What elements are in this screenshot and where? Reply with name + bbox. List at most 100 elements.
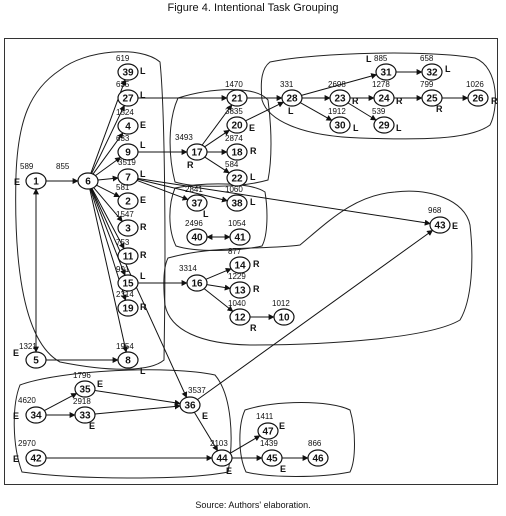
task-tag: R xyxy=(140,302,147,312)
task-node-shape xyxy=(375,63,397,81)
task-tag: L xyxy=(203,209,209,219)
task-node-shape xyxy=(117,117,139,135)
task-duration: 866 xyxy=(308,439,322,448)
task-duration: 2841 xyxy=(185,185,203,194)
task-duration: 1026 xyxy=(466,80,484,89)
task-node-shape xyxy=(25,406,47,424)
edge-20-28 xyxy=(245,101,285,122)
task-node-id: 19 xyxy=(122,304,134,315)
task-tag: L xyxy=(396,123,402,133)
task-node-shape xyxy=(226,89,248,107)
task-node-id: 33 xyxy=(79,411,91,422)
task-duration: 1954 xyxy=(116,342,134,351)
edge-36-43 xyxy=(197,229,434,401)
nodes-layer: 1589E51321E685539619L27635L41524E9633L73… xyxy=(13,54,498,476)
task-tag: E xyxy=(13,454,19,464)
task-node-id: 10 xyxy=(278,313,290,324)
group-outline-16 xyxy=(163,190,473,346)
task-node-id: 7 xyxy=(125,173,131,184)
task-node-id: 5 xyxy=(33,356,39,367)
task-tag: L xyxy=(353,123,359,133)
task-node-id: 28 xyxy=(286,94,298,105)
task-duration: 1321 xyxy=(19,342,37,351)
task-duration: 331 xyxy=(280,80,294,89)
task-node-shape xyxy=(273,308,295,326)
task-node-id: 37 xyxy=(191,199,203,210)
group-outline-17 xyxy=(169,89,272,187)
edge-6-3 xyxy=(93,187,123,222)
task-node-shape xyxy=(25,351,47,369)
task-duration: 584 xyxy=(225,160,239,169)
task-duration: 1411 xyxy=(256,412,274,421)
task-node-id: 23 xyxy=(334,94,346,105)
task-node-id: 27 xyxy=(122,94,134,105)
task-node-id: 17 xyxy=(191,148,203,159)
task-node-shape xyxy=(117,299,139,317)
edge-7-37 xyxy=(136,179,189,201)
task-node-id: 6 xyxy=(85,177,91,188)
task-node-id: 9 xyxy=(125,148,131,159)
task-duration: 633 xyxy=(116,134,130,143)
task-duration: 2314 xyxy=(116,290,134,299)
task-tag: R xyxy=(491,96,498,106)
task-duration: 1524 xyxy=(116,108,134,117)
task-node-shape xyxy=(229,281,251,299)
task-duration: 1040 xyxy=(228,299,246,308)
task-tag: L xyxy=(140,366,146,376)
task-tag: E xyxy=(202,411,208,421)
task-duration: 799 xyxy=(420,80,434,89)
edge-28-31 xyxy=(301,73,378,96)
task-node-shape xyxy=(117,89,139,107)
task-node-shape xyxy=(373,116,395,134)
task-tag: R xyxy=(396,96,403,106)
task-node-shape xyxy=(329,116,351,134)
task-tag: R xyxy=(253,259,260,269)
edge-33-36 xyxy=(94,403,181,415)
task-tag: R xyxy=(140,250,147,260)
edge-16-12 xyxy=(203,288,234,312)
task-tag: L xyxy=(140,140,146,150)
edge-17-20 xyxy=(204,129,230,148)
edge-6-7 xyxy=(97,175,119,182)
task-duration: 1912 xyxy=(328,107,346,116)
edge-23-29 xyxy=(347,102,377,121)
task-tag: E xyxy=(226,466,232,476)
task-node-shape xyxy=(179,396,201,414)
task-node-shape xyxy=(281,89,303,107)
edge-16-13 xyxy=(206,284,231,291)
task-duration: 877 xyxy=(228,247,242,256)
task-node-id: 12 xyxy=(234,313,246,324)
group-outline-hub xyxy=(15,51,166,370)
task-node-id: 13 xyxy=(234,286,246,297)
task-node-shape xyxy=(421,63,443,81)
task-duration: 3835 xyxy=(225,107,243,116)
task-node-shape xyxy=(226,116,248,134)
task-node-id: 36 xyxy=(184,401,196,412)
task-node-id: 11 xyxy=(123,252,134,263)
task-node-id: 24 xyxy=(378,94,390,105)
task-duration: 2103 xyxy=(210,439,228,448)
task-node-id: 43 xyxy=(434,221,446,232)
edge-17-21 xyxy=(201,104,233,146)
task-tag: R xyxy=(253,284,260,294)
task-duration: 2698 xyxy=(328,80,346,89)
task-node-shape xyxy=(74,406,96,424)
task-node-id: 31 xyxy=(380,68,392,79)
task-duration: 619 xyxy=(116,54,130,63)
group-outline-47 xyxy=(239,402,355,477)
task-node-shape xyxy=(261,449,283,467)
task-duration: 855 xyxy=(56,162,70,171)
task-duration: 3537 xyxy=(188,386,206,395)
task-node-id: 22 xyxy=(231,174,243,185)
